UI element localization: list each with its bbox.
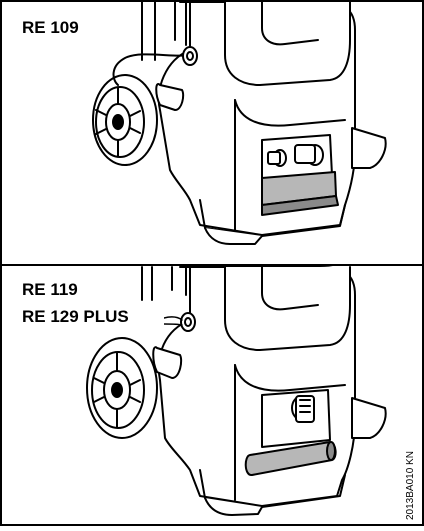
bottom-panel-drawing bbox=[86, 266, 387, 516]
figure-code: 2013BA010 KN bbox=[405, 451, 416, 520]
label-bg-top bbox=[18, 16, 92, 38]
label-bg-bottom-1 bbox=[18, 279, 92, 301]
panel-label-bottom-first: RE 119 bbox=[22, 280, 78, 299]
label-bg-bottom-2 bbox=[18, 306, 164, 328]
top-panel-drawing bbox=[92, 1, 387, 245]
panel-label-bottom-second: RE 129 PLUS bbox=[22, 307, 129, 326]
panel-label-top: RE 109 bbox=[22, 18, 79, 37]
